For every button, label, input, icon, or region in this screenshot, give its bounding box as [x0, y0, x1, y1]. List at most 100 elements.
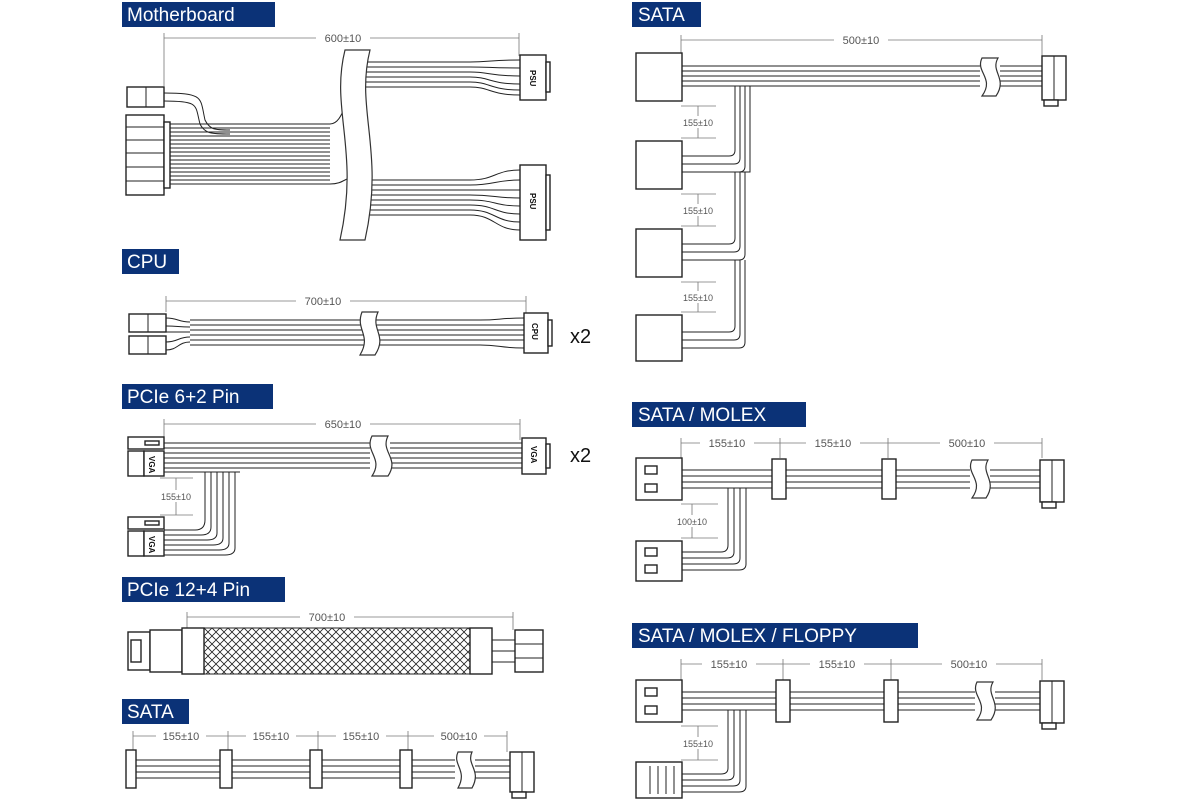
vga-plug-top: VGA — [127, 436, 165, 477]
length-label: 650±10 — [325, 419, 362, 431]
segment-length-label: 155±10 — [709, 438, 746, 450]
segment-length-label: 155±10 — [711, 659, 748, 671]
cpu-psu-connector: CPU — [523, 312, 553, 354]
cable-break — [339, 49, 373, 241]
pcie124-plug-right — [514, 629, 544, 673]
sata-molex-psu-connector — [1039, 459, 1065, 509]
title-bar — [632, 623, 918, 648]
branch-length-label: 155±10 — [683, 293, 713, 303]
sata-psu-connector — [509, 751, 535, 799]
dimension-line: 155±10 155±10 500±10 — [680, 436, 1043, 458]
connector-label: CPU — [530, 323, 539, 340]
section-cpu: CPU 700±10 — [122, 249, 591, 356]
cable-break — [369, 435, 393, 477]
connector-label: VGA — [147, 456, 156, 474]
section-title: SATA / MOLEX — [638, 405, 766, 426]
connector-label: VGA — [529, 446, 538, 464]
quantity-label: x2 — [570, 326, 591, 348]
section-sata-molex-floppy: SATA / MOLEX / FLOPPY 155±10 155±10 500±… — [632, 623, 1065, 799]
branch-length-label: 100±10 — [677, 517, 707, 527]
dimension-line: 700±10 — [165, 294, 527, 318]
sata-connector — [125, 749, 137, 789]
cable-break — [974, 681, 996, 721]
sata-psu-connector — [1041, 55, 1067, 107]
pcie-vga-connector: VGA — [521, 437, 551, 475]
section-title: PCIe 12+4 Pin — [127, 580, 250, 601]
sata-connector — [635, 314, 683, 362]
sata-connector — [881, 458, 897, 500]
sata-connector — [775, 679, 791, 723]
title-bar — [122, 384, 273, 409]
title-bar — [122, 249, 179, 274]
cpu-4pin-plug-a — [128, 313, 167, 333]
cable-break — [358, 311, 381, 356]
segment-length-label: 500±10 — [951, 659, 988, 671]
sata-molex-floppy-psu-connector — [1039, 680, 1065, 730]
pcie-wires — [164, 442, 522, 556]
sata-connector — [219, 749, 233, 789]
segment-length-label: 155±10 — [819, 659, 856, 671]
dimension-line: 155±10 155±10 500±10 — [680, 657, 1043, 680]
length-label: 600±10 — [325, 33, 362, 45]
length-label: 500±10 — [843, 35, 880, 47]
dimension-line: 700±10 — [186, 610, 514, 630]
vga-plug-bottom: VGA — [127, 516, 165, 557]
quantity-label: x2 — [570, 445, 591, 467]
cpu-4pin-plug-b — [128, 335, 167, 355]
section-sata-right: SATA 500±10 — [632, 2, 1067, 362]
dimension-line: 600±10 — [163, 31, 520, 86]
section-title: Motherboard — [127, 5, 235, 26]
section-sata-molex: SATA / MOLEX 155±10 155±10 500±10 — [632, 402, 1065, 582]
pcie124-plug-left — [127, 629, 183, 673]
sata-connector — [635, 228, 683, 278]
branch-length-label: 155±10 — [161, 492, 191, 502]
connector-label: PSU — [528, 70, 537, 87]
title-bar — [632, 402, 806, 427]
dimension-line: 500±10 — [680, 33, 1043, 58]
section-pcie-12-4: PCIe 12+4 Pin 700±10 — [122, 577, 544, 675]
branch-dimension: 155±10 155±10 155±10 — [680, 105, 716, 313]
section-title: PCIe 6+2 Pin — [127, 387, 240, 408]
title-bar — [122, 699, 189, 724]
segment-length-label: 500±10 — [949, 438, 986, 450]
segment-length-label: 155±10 — [253, 731, 290, 743]
sata-connector — [309, 749, 323, 789]
floppy-connector — [635, 761, 683, 799]
braided-sleeve — [181, 627, 493, 675]
mb-wires — [163, 59, 521, 231]
sata-branch-wires — [681, 86, 751, 349]
section-title: SATA — [127, 702, 174, 723]
molex-connector-bottom — [635, 540, 683, 582]
sata-molex-wires — [681, 469, 1040, 571]
section-sata-bottom: SATA 155±10 155±10 155±10 500±10 — [122, 699, 535, 799]
section-pcie-6-2: PCIe 6+2 Pin 650±10 VGA VGA — [122, 384, 591, 557]
molex-connector — [635, 679, 683, 723]
dimension-line: 650±10 — [163, 417, 521, 440]
cable-break — [456, 751, 476, 789]
section-title: SATA / MOLEX / FLOPPY — [638, 626, 857, 647]
branch-dimension: 155±10 — [158, 477, 194, 516]
psu-connector-bottom: PSU — [519, 164, 551, 241]
branch-length-label: 155±10 — [683, 739, 713, 749]
sata-connector — [883, 679, 899, 723]
branch-length-label: 155±10 — [683, 118, 713, 128]
title-bar — [122, 577, 285, 602]
branch-dimension: 155±10 — [679, 725, 718, 761]
mb-20pin-plug — [125, 114, 171, 196]
sata-connector — [771, 458, 787, 500]
sata-connector — [399, 749, 413, 789]
cpu-wires — [165, 317, 525, 351]
sleeve-clip-left — [181, 627, 205, 675]
title-bar — [632, 2, 701, 27]
section-motherboard: Motherboard 600±10 — [122, 2, 551, 241]
length-label: 700±10 — [309, 612, 346, 624]
segment-length-label: 500±10 — [441, 731, 478, 743]
segment-length-label: 155±10 — [163, 731, 200, 743]
cable-break — [969, 459, 991, 499]
sleeve-clip-right — [469, 627, 493, 675]
mb-4pin-plug — [126, 86, 165, 108]
sata-molex-floppy-wires — [681, 691, 1040, 793]
psu-connector-top: PSU — [519, 54, 551, 101]
branch-dimension: 100±10 — [673, 503, 718, 539]
